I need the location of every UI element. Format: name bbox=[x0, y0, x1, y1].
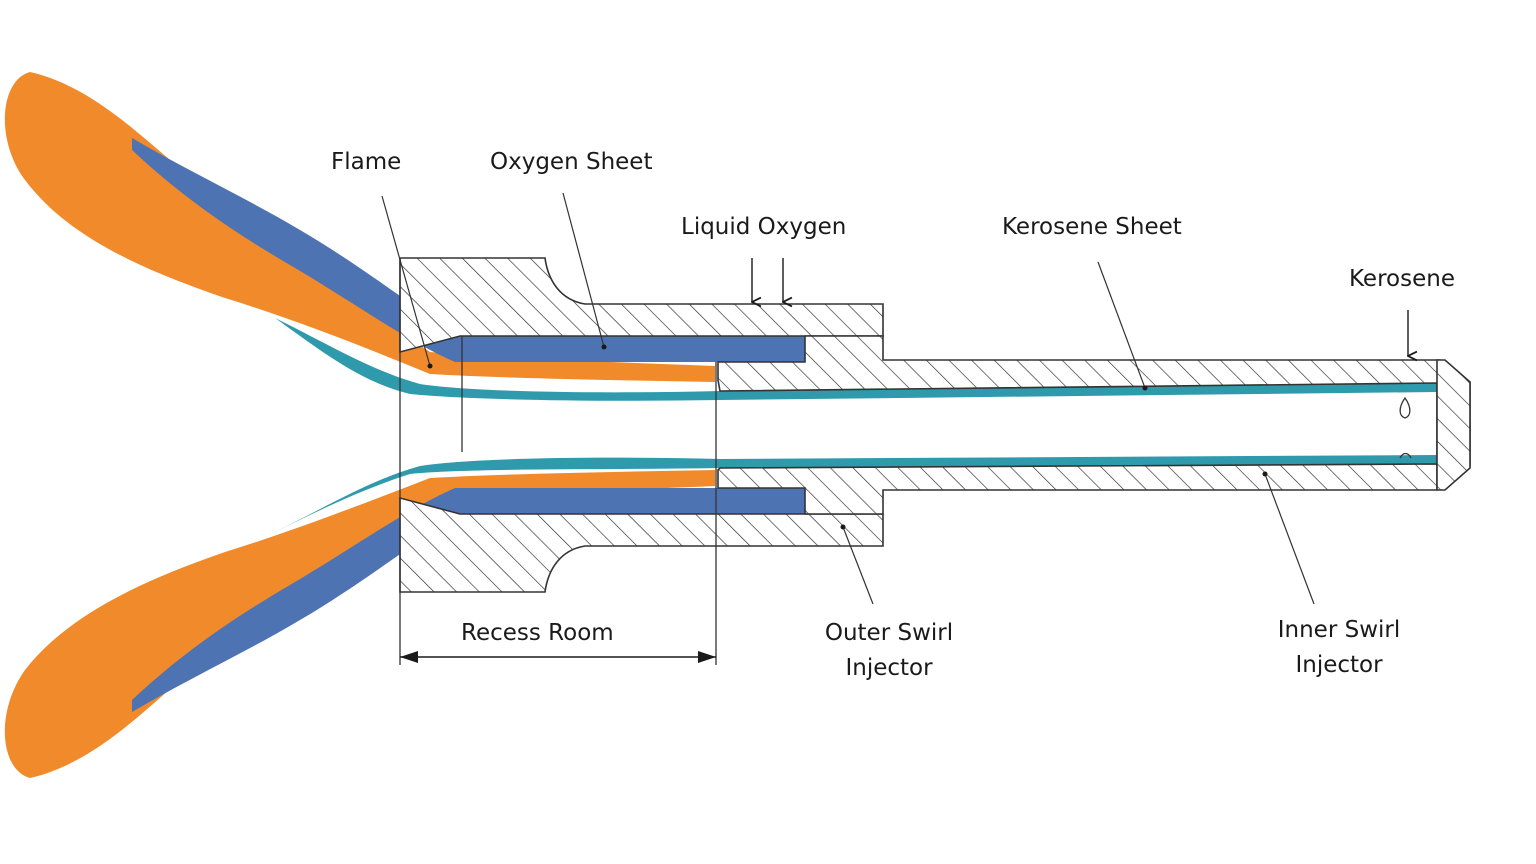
inner-swirl-label-line2: Injector bbox=[1295, 652, 1383, 678]
kerosene-sheet-upper bbox=[275, 318, 1437, 401]
inner-injector-wall-lower bbox=[717, 463, 1438, 515]
recess-room-label: Recess Room bbox=[461, 620, 614, 646]
outer-swirl-injector-label: Outer Swirl Injector bbox=[814, 616, 964, 686]
arrowhead-left-icon bbox=[400, 651, 418, 663]
oxygen-sheet-leader-line bbox=[562, 192, 607, 350]
inner-swirl-injector-label: Inner Swirl Injector bbox=[1264, 613, 1414, 683]
injector-tip bbox=[1436, 359, 1471, 491]
liquid-oxygen-label: Liquid Oxygen bbox=[681, 214, 847, 240]
kerosene-sheet-lower bbox=[275, 455, 1437, 532]
oxygen-sheet-upper bbox=[132, 138, 805, 362]
flame-lower bbox=[4, 470, 715, 778]
droplet-icon bbox=[1399, 452, 1412, 459]
kerosene-label: Kerosene bbox=[1349, 266, 1455, 292]
kerosene-sheet-label: Kerosene Sheet bbox=[1002, 214, 1182, 240]
oxygen-sheet-label: Oxygen Sheet bbox=[490, 149, 653, 175]
flame-leader-line bbox=[381, 195, 433, 369]
arrowhead-right-icon bbox=[698, 651, 716, 663]
oxygen-sheet-lower bbox=[132, 488, 805, 712]
inner-swirl-leader-line bbox=[1262, 471, 1315, 605]
flame-upper bbox=[4, 72, 715, 382]
droplet-icon bbox=[1399, 396, 1411, 419]
inner-swirl-label-line1: Inner Swirl bbox=[1277, 617, 1401, 643]
flame-label: Flame bbox=[331, 149, 402, 175]
kerosene-sheet-leader-line bbox=[1097, 261, 1148, 391]
outer-swirl-label-line1: Outer Swirl bbox=[824, 620, 954, 646]
outer-swirl-leader-line bbox=[840, 524, 874, 605]
outer-swirl-label-line2: Injector bbox=[845, 655, 933, 681]
